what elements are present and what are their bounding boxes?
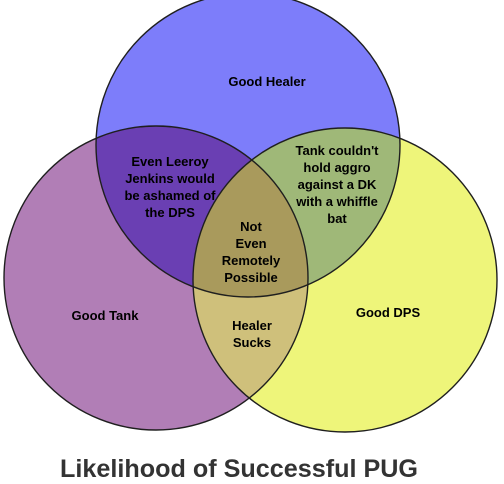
label-line: Even bbox=[235, 236, 266, 251]
label-line: Remotely bbox=[222, 253, 281, 268]
good-dps-label: Good DPS bbox=[356, 305, 421, 320]
label-line: Even Leeroy bbox=[131, 154, 209, 169]
label-line: Not bbox=[240, 219, 262, 234]
diagram-title: Likelihood of Successful PUG bbox=[60, 455, 418, 483]
label-line: be ashamed of bbox=[124, 188, 216, 203]
healer-dps-label: Tank couldn't hold aggro against a DK with … bbox=[295, 143, 379, 226]
label-line: Healer bbox=[232, 318, 272, 333]
label-line: Tank couldn't bbox=[295, 143, 379, 158]
label-line: against a DK bbox=[298, 177, 377, 192]
label-line: bat bbox=[327, 211, 347, 226]
label-line: hold aggro bbox=[303, 160, 370, 175]
label-line: with a whiffle bbox=[295, 194, 378, 209]
good-tank-label: Good Tank bbox=[72, 308, 140, 323]
label-line: Sucks bbox=[233, 335, 271, 350]
label-line: Jenkins would bbox=[125, 171, 215, 186]
circle-outlines bbox=[3, 0, 498, 433]
all-three-overlap bbox=[193, 128, 308, 297]
good-healer-label: Good Healer bbox=[228, 74, 305, 89]
label-line: Possible bbox=[224, 270, 277, 285]
label-line: the DPS bbox=[145, 205, 195, 220]
